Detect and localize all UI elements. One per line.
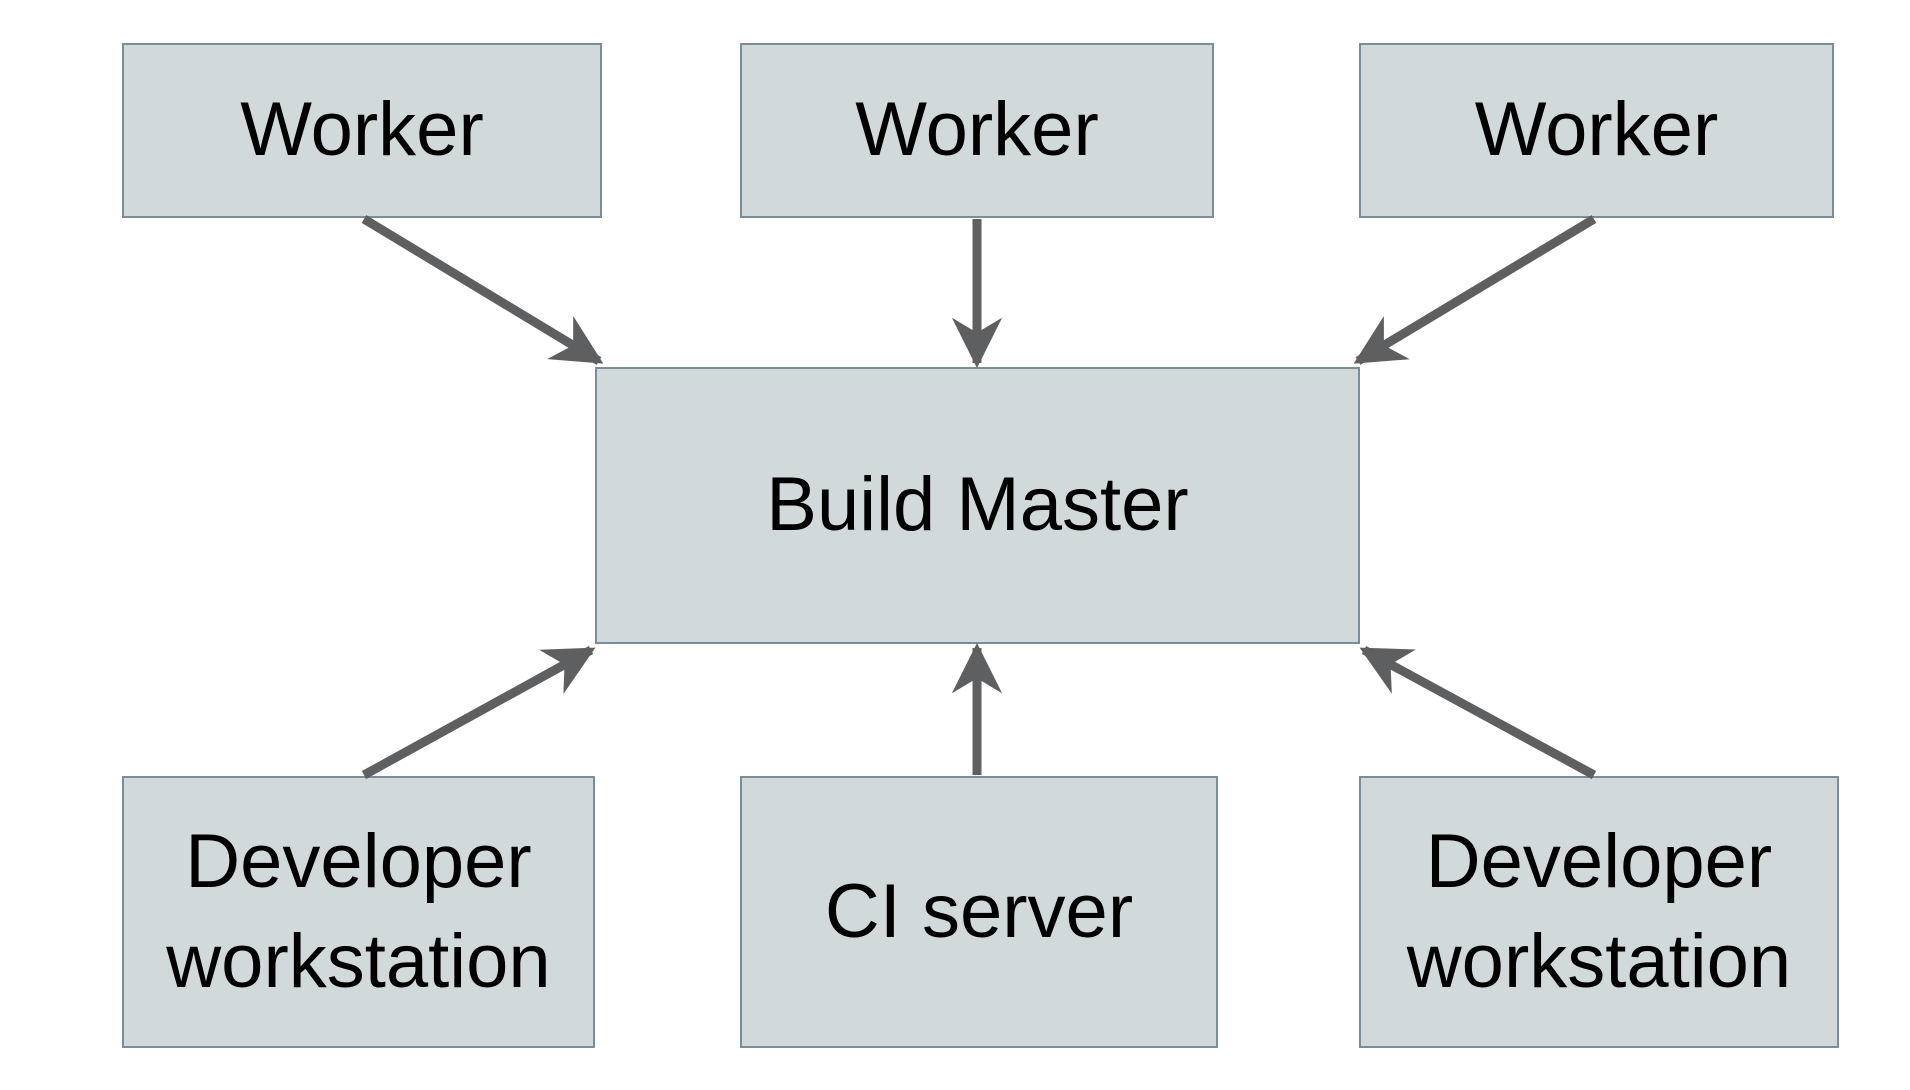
node-ci-server: CI server <box>740 776 1218 1048</box>
node-build-master-label: Build Master <box>766 462 1189 548</box>
node-worker-center-label: Worker <box>855 87 1099 173</box>
node-ci-server-label: CI server <box>824 868 1134 954</box>
node-developer-workstation-left: Developer workstation <box>122 776 595 1048</box>
arrow-worker-left-to-build-master <box>361 215 604 365</box>
node-developer-workstation-left-label: Developer workstation <box>166 818 551 1004</box>
node-developer-workstation-right: Developer workstation <box>1359 776 1839 1048</box>
arrow-dev-workstation-right-to-build-master <box>1359 646 1597 779</box>
node-worker-right-label: Worker <box>1474 87 1719 173</box>
node-worker-left: Worker <box>122 43 602 218</box>
node-build-master: Build Master <box>595 367 1360 644</box>
node-worker-center: Worker <box>740 43 1214 218</box>
node-worker-left-label: Worker <box>240 87 484 173</box>
node-developer-workstation-right-label: Developer workstation <box>1406 818 1792 1004</box>
arrow-dev-workstation-left-to-build-master <box>361 646 596 779</box>
node-worker-right: Worker <box>1359 43 1834 218</box>
arrow-worker-right-to-build-master <box>1353 215 1597 365</box>
